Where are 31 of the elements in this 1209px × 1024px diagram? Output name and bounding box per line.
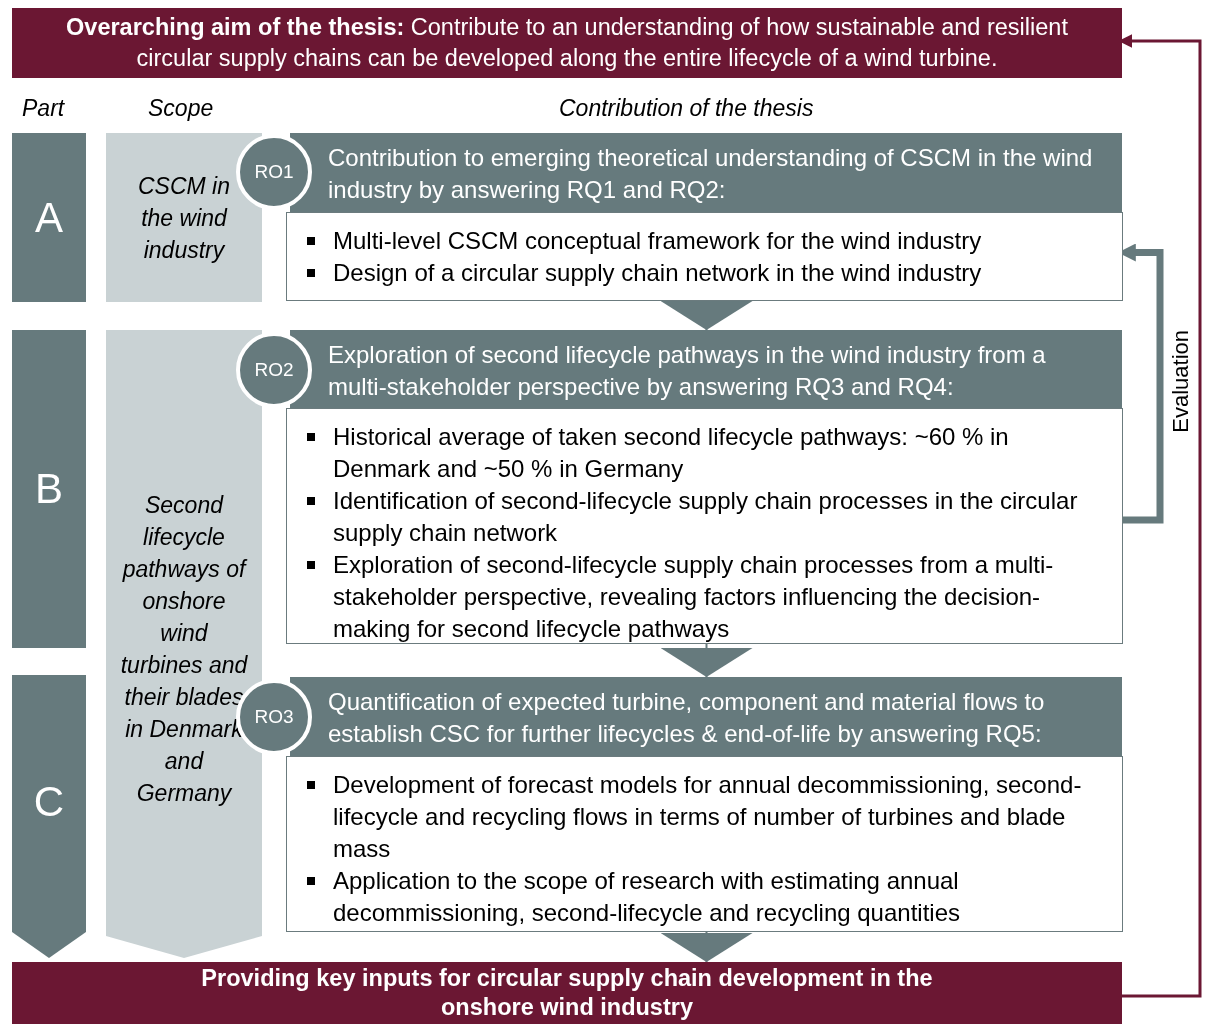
objective-text: Exploration of second lifecycle pathways in the wind industry from a multi-stakeholder perspective by answering RQ3 and RQ4: (328, 340, 1047, 402)
results-panel (286, 408, 1123, 644)
objective-text: Quantification of expected turbine, component and material flows to establish CSC for further lifecycles & end-of-life by answering RQ5: (328, 687, 1046, 749)
scope-text: CSCM in the wind industry (137, 171, 231, 265)
part-letter: A (35, 193, 63, 242)
bullet-point: Historical average of taken second lifecycle pathways: ~60 % in Denmark and ~50 % in Germany (307, 421, 1112, 485)
scope-text: Second lifecycle pathways of onshore wind turbines and their blades in Denmark and Germany (120, 491, 248, 808)
column-heading: Contribution of the thesis (559, 95, 814, 122)
objective-label: RO2 (254, 359, 294, 381)
bullet-point: Application to the scope of research with estimating annual decommissioning, second-lifecycle and recycling quantities (307, 865, 1112, 929)
chevron-arrow (660, 300, 753, 331)
objective-text: Contribution to emerging theoretical understanding of CSCM in the wind industry by answering RQ1 and RQ2: (328, 143, 1094, 205)
bullet-point: Multi-level CSCM conceptual framework for the wind industry (307, 225, 1112, 257)
objective-label: RO1 (254, 161, 294, 183)
banner-text: Overarching aim of the thesis: Contribute to an understanding of how sustainable and resilient circular supply chains can be developed along the entire lifecycle of a wind turbine. (65, 13, 1069, 73)
bullet-point: Identification of second-lifecycle supply chain processes in the circular supply chain network (307, 485, 1112, 549)
outcome-banner (12, 962, 1122, 1024)
results-panel (286, 756, 1123, 932)
aim-banner (12, 8, 1122, 78)
bullet-point: Development of forecast models for annual decommissioning, second-lifecycle and recycling flows in terms of number of turbines and blade mass (307, 769, 1112, 865)
chevron-arrow (660, 931, 753, 963)
banner-text: Providing key inputs for circular supply chain development in the onshore wind industry (200, 964, 934, 1022)
objective-label: RO3 (254, 706, 294, 728)
part-letter: C (33, 777, 65, 826)
column-heading: Part (22, 95, 65, 122)
results-panel (286, 212, 1123, 301)
bullet-point: Exploration of second-lifecycle supply chain processes from a multi-stakeholder perspective, revealing factors influencing the decision-making for second lifecycle pathways (307, 549, 1112, 645)
chevron-arrow (660, 643, 753, 678)
part-letter: B (35, 465, 63, 513)
column-heading: Scope (148, 95, 214, 122)
bullet-point: Design of a circular supply chain network in the wind industry (307, 257, 1112, 289)
